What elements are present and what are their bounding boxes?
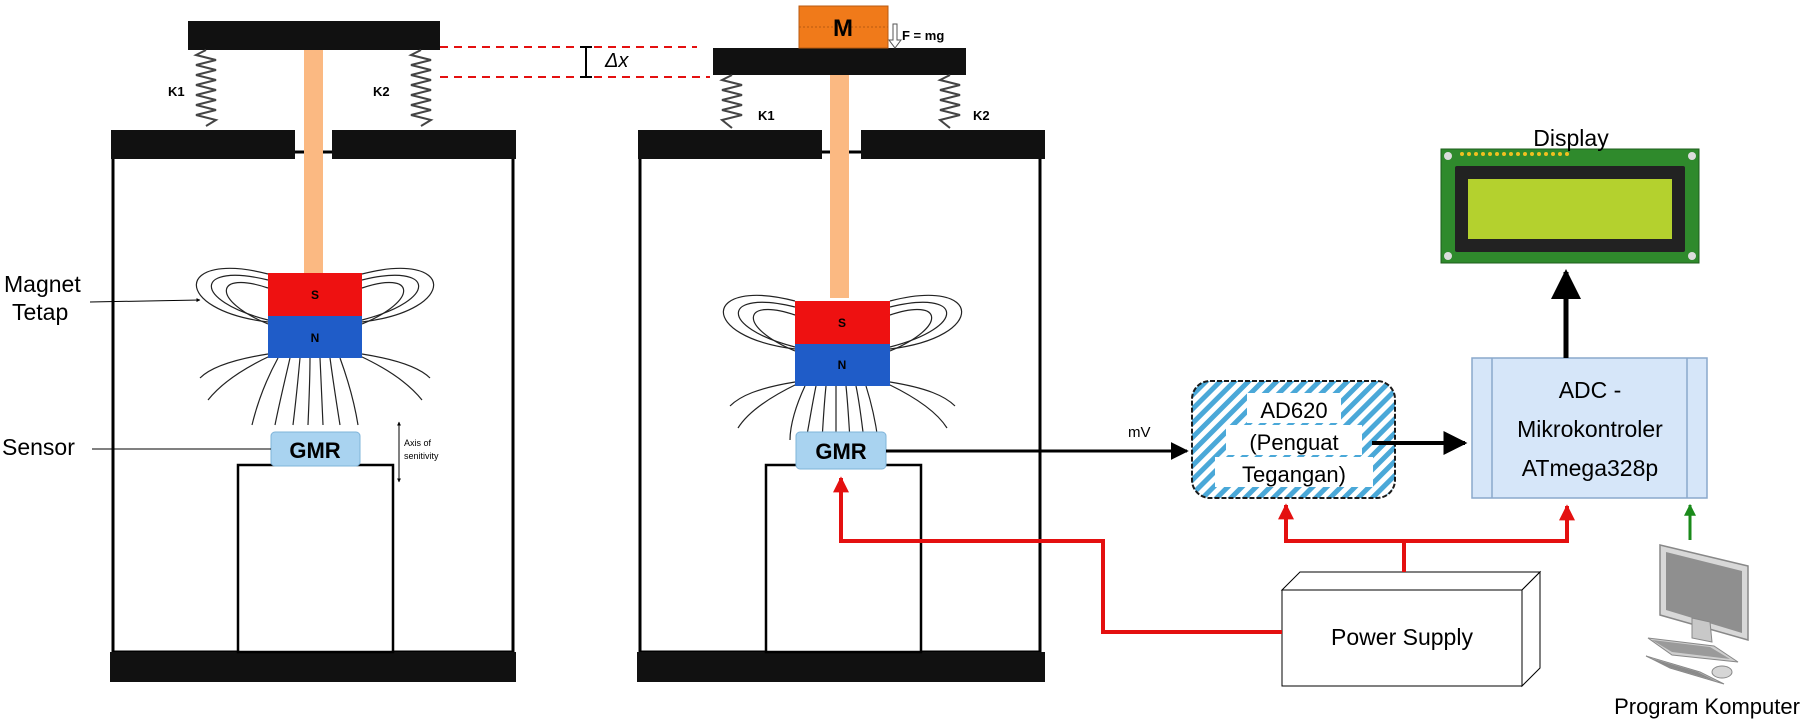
right-magnet-s-label: S — [838, 316, 846, 330]
right-gmr-label: GMR — [815, 439, 866, 464]
dx-label: Δx — [604, 50, 629, 72]
label-magnet-line2: Tetap — [12, 299, 68, 325]
left-rig: K1 K2 S N GMR Axis — [2, 21, 710, 682]
label-magnet-line1: Magnet — [4, 271, 81, 297]
left-spring-k1 — [193, 49, 219, 127]
left-magnet-n-label: N — [311, 331, 320, 345]
computer-icon — [1645, 544, 1749, 685]
right-top-plate-left — [638, 130, 822, 159]
left-upper-plate — [188, 21, 440, 50]
right-k1-label: K1 — [758, 108, 775, 123]
right-magnet-south — [795, 301, 890, 344]
magnet-pointer — [89, 298, 201, 303]
left-base-plate — [110, 652, 516, 682]
power-supply-label: Power Supply — [1331, 624, 1473, 650]
mcu-line2: Mikrokontroler — [1517, 416, 1663, 442]
mass-label: M — [833, 15, 853, 42]
right-magnet-north — [795, 344, 890, 386]
label-sensor: Sensor — [2, 434, 75, 460]
right-rod — [830, 75, 849, 298]
left-k1-label: K1 — [168, 84, 185, 99]
right-base-plate — [637, 652, 1045, 682]
left-magnet-s-label: S — [311, 288, 319, 302]
right-magnet-n-label: N — [838, 358, 847, 372]
computer-label: Program Komputer — [1614, 694, 1800, 719]
right-rig: K1 K2 M F = mg S N — [637, 5, 1045, 682]
right-k2-label: K2 — [973, 108, 990, 123]
left-axis-note-2: senitivity — [404, 451, 439, 461]
amp-line2: (Penguat — [1249, 430, 1338, 455]
amp-line1: AD620 — [1260, 398, 1327, 423]
right-spring-k1 — [719, 74, 743, 129]
lcd-display — [1440, 148, 1700, 264]
amp-line3: Tegangan) — [1242, 462, 1346, 487]
left-rod — [304, 50, 323, 273]
right-top-plate-right — [861, 130, 1045, 159]
power-to-gmr-line — [833, 476, 1282, 634]
left-magnet-north — [268, 316, 362, 358]
power-to-mcu-line — [1404, 504, 1575, 543]
power-supply-block — [1280, 570, 1542, 688]
force-label: F = mg — [902, 28, 944, 43]
right-field-lines — [722, 294, 963, 441]
left-k2-label: K2 — [373, 84, 390, 99]
left-magnet-south — [268, 273, 362, 316]
left-spring-k2 — [408, 49, 434, 127]
mcu-line3: ATmega328p — [1522, 455, 1658, 481]
mcu-block — [1471, 357, 1708, 499]
left-field-lines — [195, 267, 435, 426]
force-arrow — [888, 23, 902, 49]
mv-label: mV — [1128, 424, 1151, 441]
left-top-plate-left — [111, 130, 295, 159]
right-spring-k2 — [937, 74, 961, 129]
display-label: Display — [1533, 125, 1609, 151]
right-sensor-pedestal — [764, 463, 923, 654]
left-axis-note-1: Axis of — [404, 438, 432, 448]
signal-chain: mV AD620 (Penguat Tegangan) ADC - Mikrok… — [833, 125, 1800, 719]
power-to-amp-line — [1278, 503, 1406, 572]
left-sensor-pedestal — [236, 463, 395, 654]
left-gmr-label: GMR — [289, 438, 340, 463]
right-upper-plate — [713, 48, 966, 75]
left-top-plate-right — [332, 130, 516, 159]
mcu-line1: ADC - — [1559, 377, 1622, 403]
